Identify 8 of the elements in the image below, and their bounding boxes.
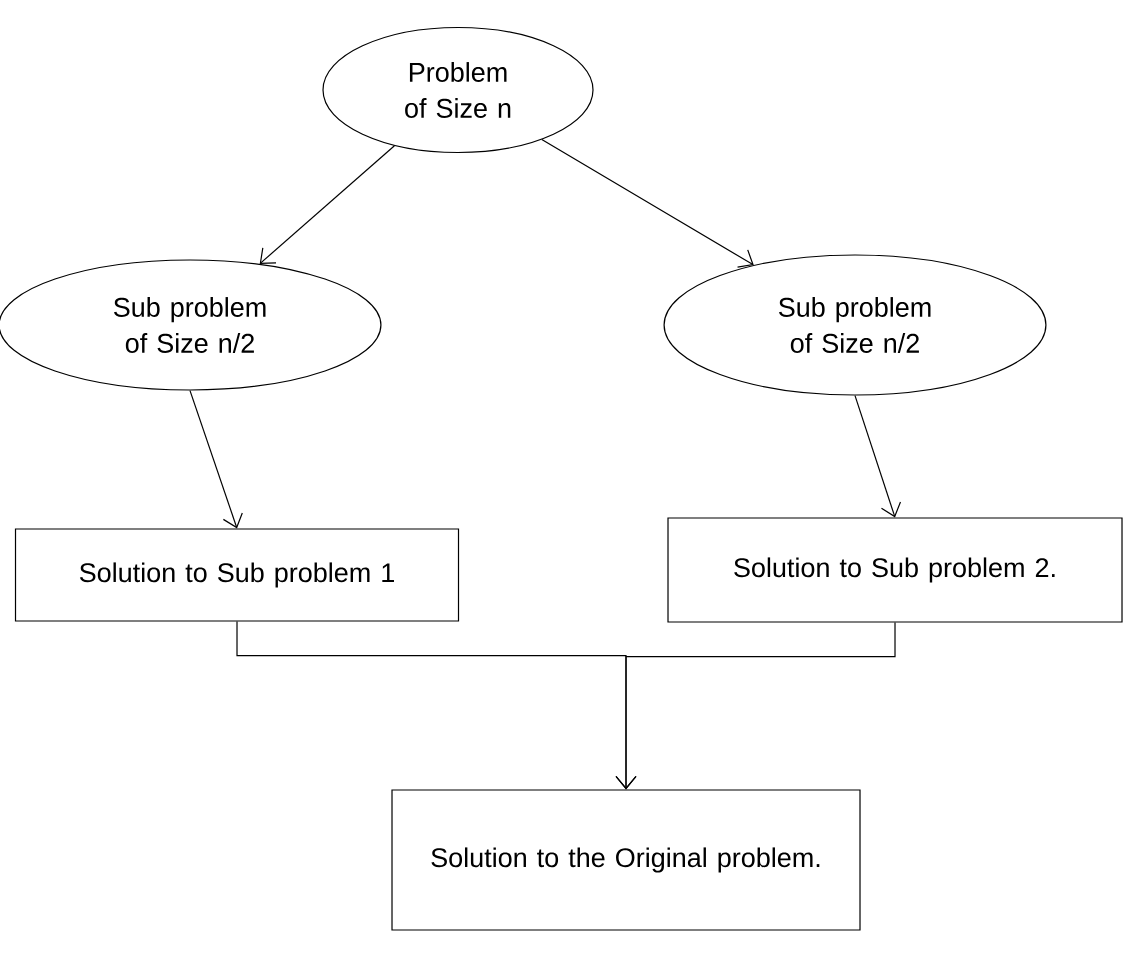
arrow bbox=[541, 139, 754, 268]
arrow bbox=[259, 145, 396, 264]
solution-box: Solution to Sub problem 1 bbox=[14, 528, 460, 622]
solution-box: Solution to the Original problem. bbox=[391, 789, 861, 931]
solution-box: Solution to Sub problem 2. bbox=[667, 517, 1123, 623]
arrow bbox=[189, 390, 243, 529]
arrow bbox=[615, 622, 896, 790]
arrow bbox=[854, 395, 902, 518]
